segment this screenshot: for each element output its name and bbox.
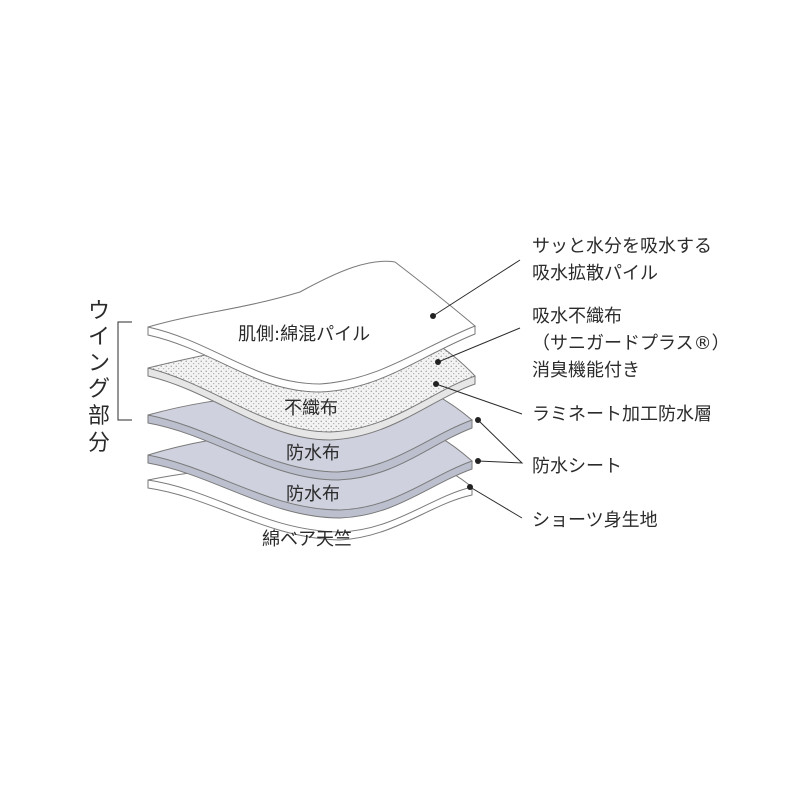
callout-pile-dot [430,313,436,319]
wing-bracket-line [117,321,132,421]
callout-waterproof: 防水シート [475,417,622,477]
callout-laminate-dot [433,381,439,387]
layer-pile-sheet [147,260,476,385]
callout-nonwoven: 吸水不織布 （サニガードプラス®） 消臭機能付き [435,306,730,381]
wing-label-char-1: ウ [88,299,110,324]
layer-pile: 肌側:綿混パイル [147,260,476,393]
callout-shorts-leader [469,486,523,519]
layer-label-pile: 肌側:綿混パイル [238,324,370,345]
wing-bracket: ウ イ ン グ 部 分 [88,299,132,456]
callout-pile-line-2: 吸水拡散パイル [532,263,658,284]
layer-label-waterproof-1: 防水布 [286,443,340,464]
callout-nonwoven-line-3: 消臭機能付き [532,360,640,381]
callout-pile-line-1: サッと水分を吸水する [532,236,712,257]
callout-shorts: ショーツ身生地 [467,484,658,531]
callout-waterproof-line-1: 防水シート [532,456,622,477]
callout-laminate: ラミネート加工防水層 [433,381,712,425]
callout-shorts-line-1: ショーツ身生地 [532,510,658,531]
callout-nonwoven-leader [437,327,521,363]
wing-label-char-4: グ [88,377,110,402]
callout-waterproof-dot-1 [475,417,481,423]
callout-nonwoven-dot [435,359,441,365]
callout-laminate-leader [435,383,523,415]
callout-pile-leader [432,259,521,317]
callout-nonwoven-line-2: （サニガードプラス®） [532,333,730,354]
callout-laminate-line-1: ラミネート加工防水層 [532,404,712,425]
wing-label-char-6: 分 [88,431,110,456]
callout-shorts-dot [467,484,473,490]
callout-pile: サッと水分を吸水する 吸水拡散パイル [430,236,712,319]
layer-label-waterproof-2: 防水布 [286,484,340,505]
callout-waterproof-leader [477,419,524,464]
callout-waterproof-dot-2 [475,458,481,464]
wing-label-char-3: ン [88,351,110,376]
wing-label-char-2: イ [88,325,110,350]
callout-nonwoven-line-1: 吸水不織布 [532,306,622,327]
layer-label-nonwoven: 不織布 [284,398,338,419]
layer-label-bear-tenjiku: 綿ベア天竺 [262,529,352,550]
wing-label-char-5: 部 [88,404,110,429]
